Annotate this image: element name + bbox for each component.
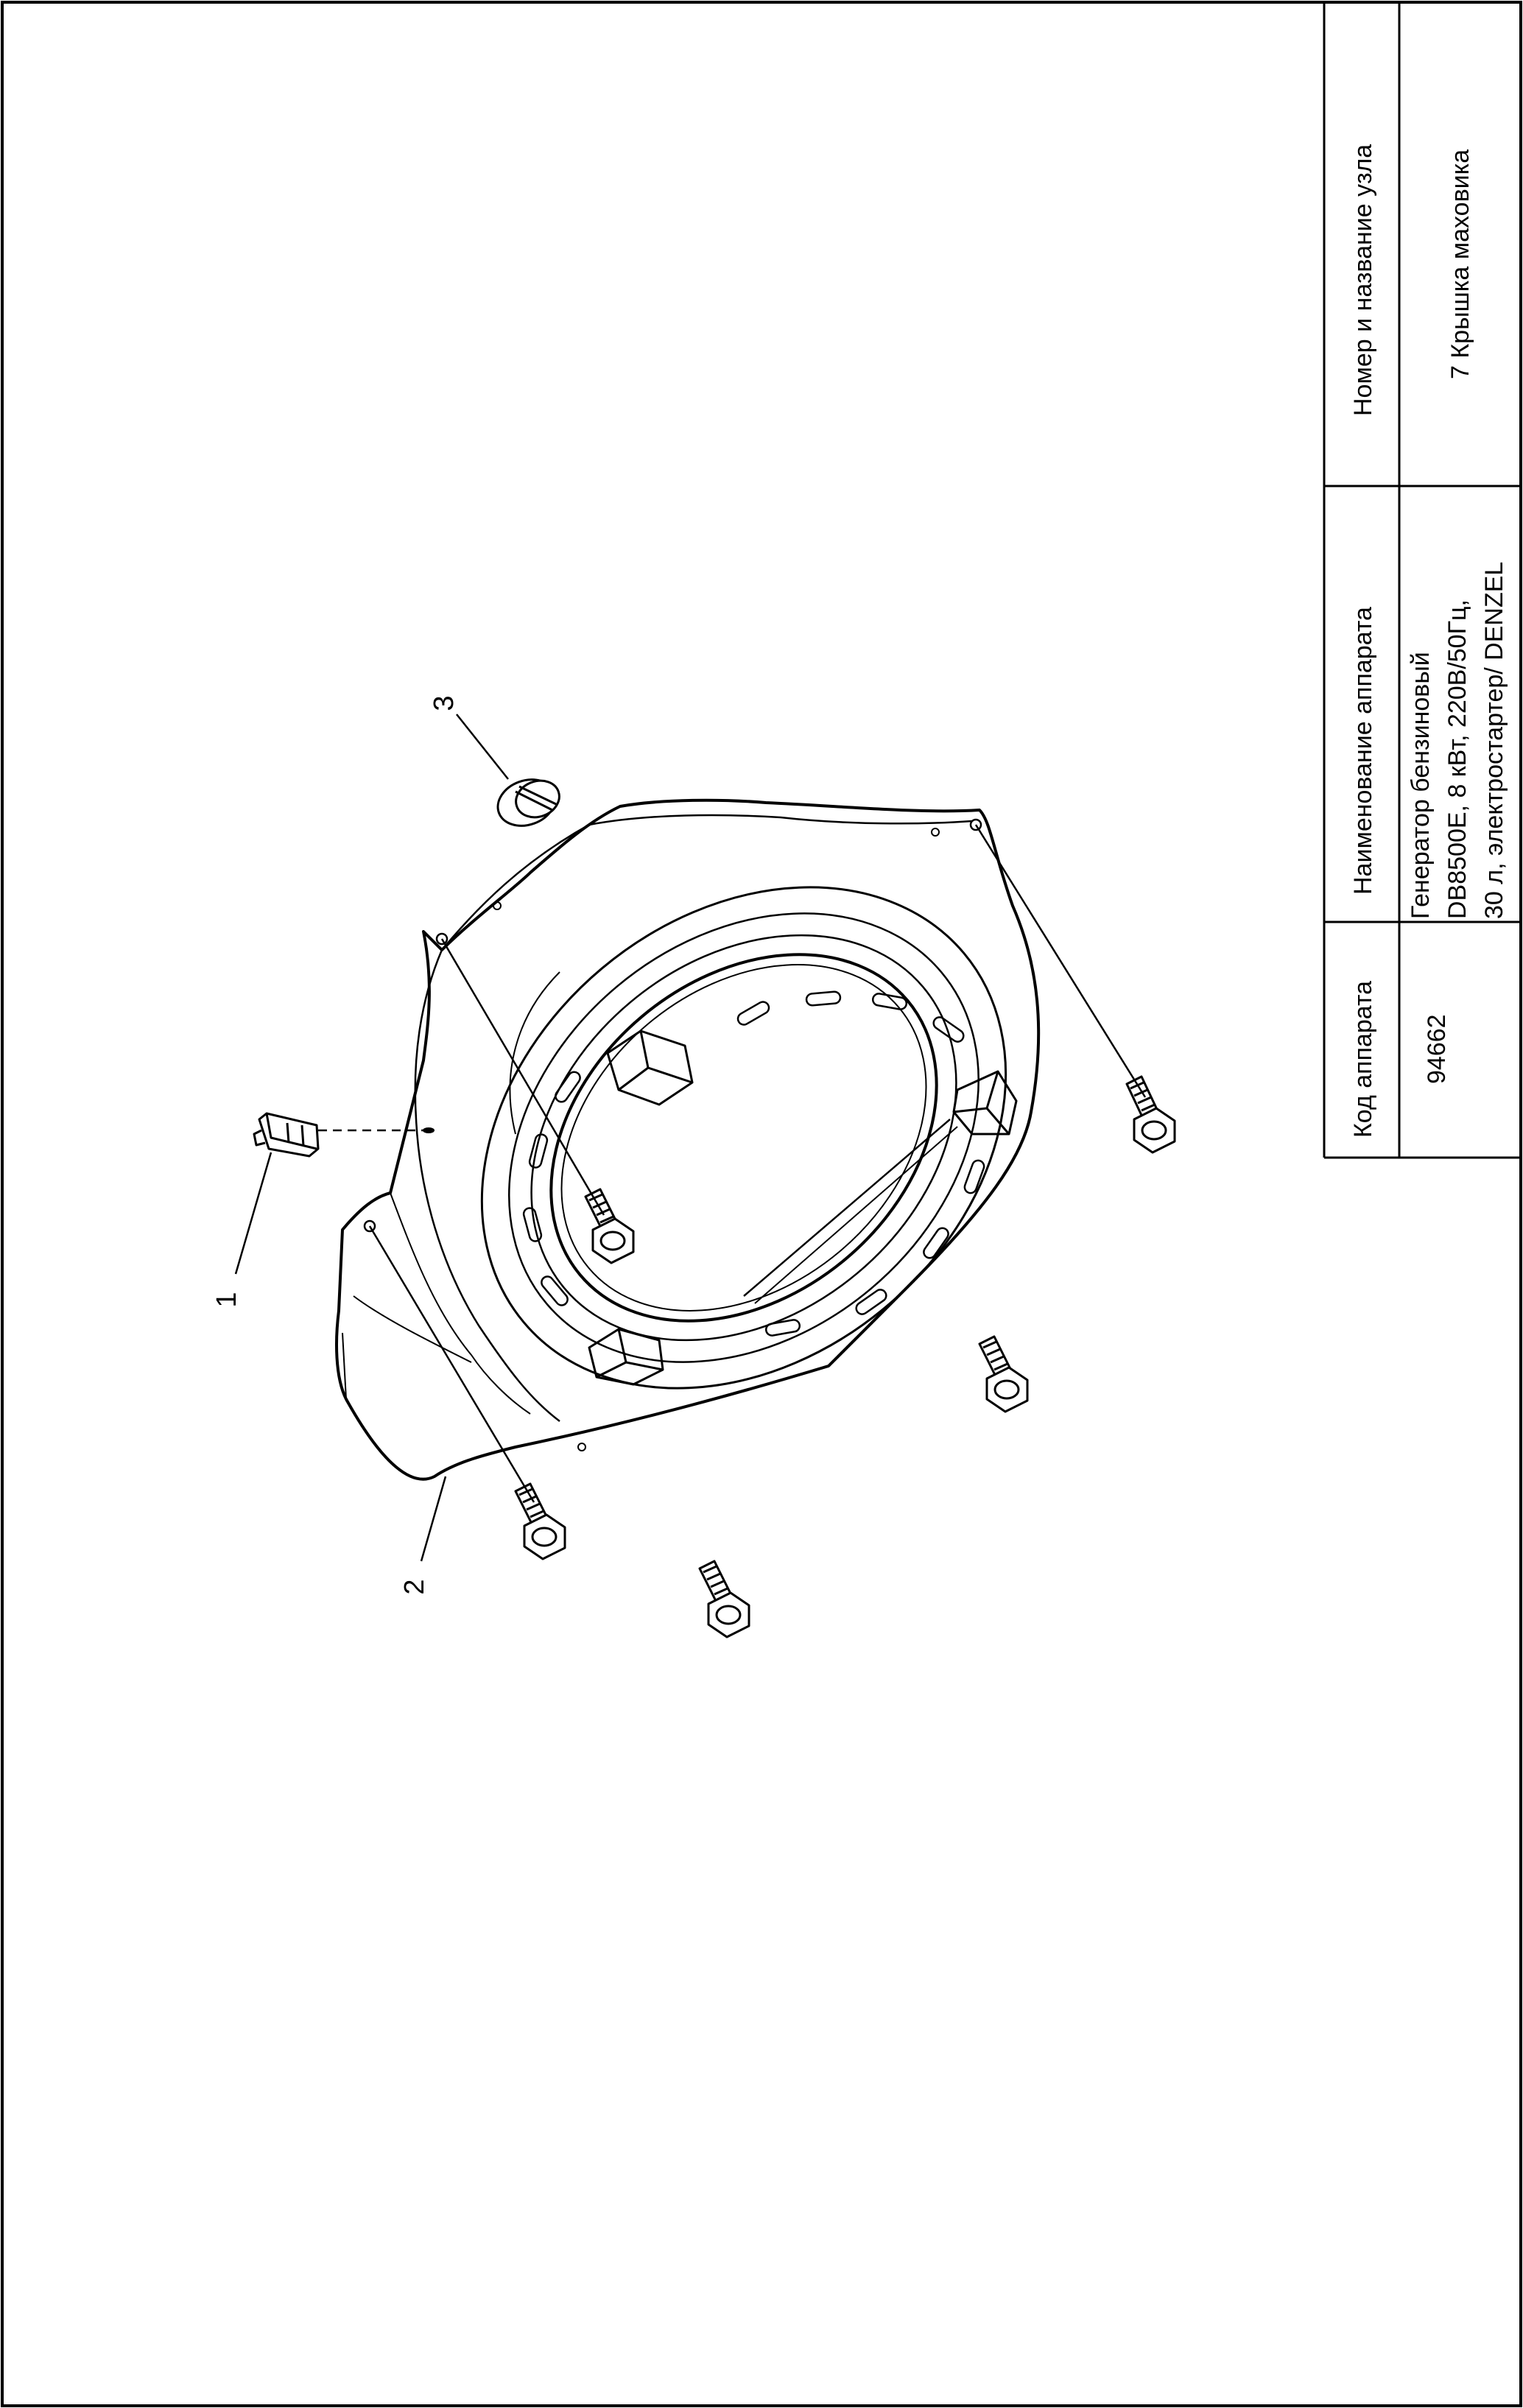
- bolt: [584, 1188, 635, 1264]
- ring-bracket-right: [952, 1070, 1018, 1136]
- opening-ring-outer: [480, 886, 1007, 1390]
- assembly-leader-lines: [368, 824, 1147, 1503]
- opening-ring-inner: [549, 953, 938, 1323]
- callout-2-number: 2: [399, 1579, 430, 1594]
- mount-hole: [969, 818, 982, 831]
- cover-top-ridge: [441, 814, 973, 951]
- callout-leaders: [234, 714, 509, 1562]
- ring-slots: [522, 990, 985, 1337]
- part-1-wire-clip: [253, 1112, 320, 1158]
- bolt: [698, 1560, 750, 1638]
- bolts: [514, 1075, 1176, 1638]
- title-block-grid: [1323, 2, 1521, 1159]
- callout-3-number: 3: [429, 695, 460, 711]
- mount-hole: [363, 1219, 376, 1233]
- cover-scroll-housing: [414, 949, 560, 1422]
- flywheel-cover: [335, 798, 1041, 1481]
- bolt: [978, 1335, 1029, 1413]
- opening-ring-3: [530, 934, 957, 1342]
- mount-hole: [435, 932, 449, 946]
- bolt: [514, 1482, 566, 1560]
- cover-outer-outline: [335, 798, 1041, 1481]
- assembly-header: Номер и название узла: [1349, 144, 1377, 416]
- bolt: [1125, 1075, 1176, 1154]
- opening-ring-2: [508, 912, 979, 1363]
- apparatus-name-line-3: 30 л, электростартер/ DENZEL: [1480, 561, 1508, 919]
- apparatus-name-line-1: Генератор бензиновый: [1407, 652, 1435, 919]
- apparatus-code-header: Код аппарата: [1349, 980, 1377, 1138]
- ring-bracket-bottom: [588, 1328, 664, 1386]
- apparatus-name-line-2: DB8500E, 8 кВт, 220В/50Гц,: [1443, 599, 1471, 919]
- apparatus-code-value: 94662: [1423, 1014, 1451, 1084]
- ring-bracket-top: [606, 1029, 694, 1106]
- apparatus-name-header: Наименование аппарата: [1349, 607, 1377, 895]
- assembly-name-value: 7 Крышка маховика: [1446, 149, 1474, 379]
- part-3-plug: [496, 778, 560, 827]
- callout-1-number: 1: [211, 1292, 242, 1307]
